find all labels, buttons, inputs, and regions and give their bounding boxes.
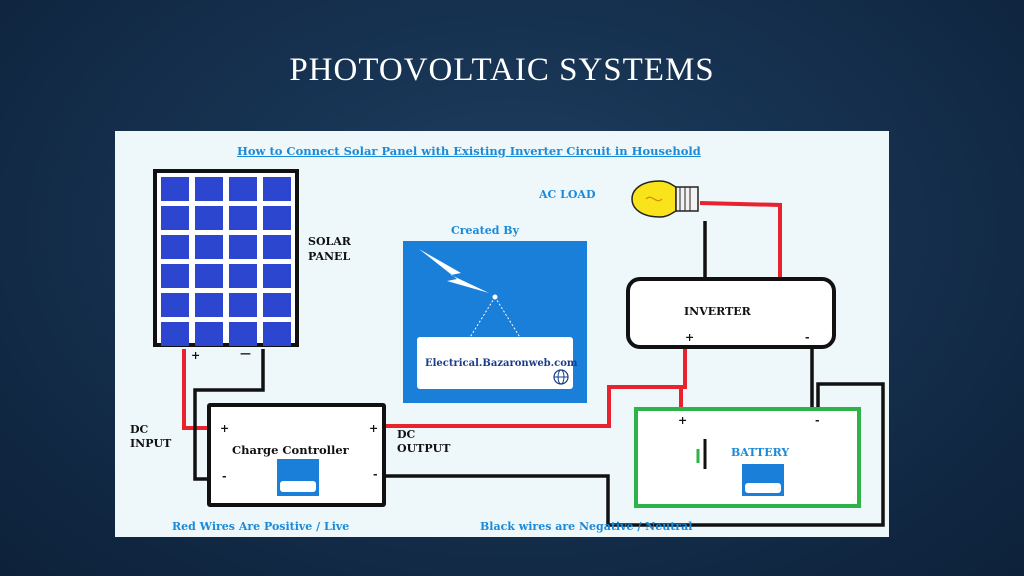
- lightning-icon: [419, 249, 522, 340]
- bazaronweb-logo: Electrical.Bazaronweb.com: [403, 241, 587, 403]
- cc-label: Charge Controller: [232, 443, 349, 457]
- battery-symbol-icon: [696, 439, 707, 469]
- dc-output-label-1: DC: [397, 428, 416, 441]
- battery-logo-icon: [742, 464, 784, 496]
- wire-load-to-inverter-live: [699, 201, 782, 279]
- cc-logo-icon: [277, 459, 319, 496]
- wiring-diagram: How to Connect Solar Panel with Existing…: [115, 131, 889, 537]
- site-url: Electrical.Bazaronweb.com: [425, 358, 578, 369]
- solar-panel: [153, 169, 299, 347]
- solar-panel-label-2: PANEL: [308, 250, 351, 263]
- inverter-minus: -: [805, 331, 810, 344]
- legend-red-wires: Red Wires Are Positive / Live: [172, 520, 350, 533]
- panel-plus: +: [191, 349, 201, 362]
- wire-cc-to-battery-positive: [384, 385, 683, 428]
- slide-title: PHOTOVOLTAIC SYSTEMS: [289, 52, 715, 88]
- ac-load-label: AC LOAD: [539, 188, 596, 201]
- inverter: [626, 277, 836, 349]
- globe-icon: [553, 369, 569, 385]
- wire-cc-to-battery-negative: [384, 382, 885, 527]
- inverter-label: INVERTER: [684, 305, 751, 318]
- panel-minus: —: [240, 347, 251, 360]
- logo-plate: [417, 337, 573, 389]
- wire-panel-to-cc-negative: [193, 349, 265, 481]
- diagram-heading: How to Connect Solar Panel with Existing…: [237, 144, 701, 158]
- legend-black-wires: Black wires are Negative / Neutral: [480, 520, 693, 533]
- inverter-plus: +: [685, 331, 695, 344]
- wires: [182, 201, 885, 527]
- cc-minus-left: -: [222, 470, 227, 483]
- battery-minus: -: [815, 414, 820, 427]
- created-by-label: Created By: [451, 224, 519, 237]
- dc-output-label-2: OUTPUT: [397, 442, 451, 455]
- solar-panel-label-1: SOLAR: [308, 235, 351, 248]
- wire-battery-to-inverter-positive: [681, 347, 687, 389]
- battery-plus: +: [678, 414, 688, 427]
- wire-panel-to-cc-positive: [182, 349, 207, 430]
- cc-plus-left: +: [220, 422, 230, 435]
- battery-label: BATTERY: [731, 446, 790, 459]
- dc-input-label-1: DC: [130, 423, 149, 436]
- cc-minus-right: -: [373, 468, 378, 481]
- dc-input-label-2: INPUT: [130, 437, 172, 450]
- light-bulb-icon: [631, 180, 699, 218]
- cc-plus-right: +: [369, 422, 379, 435]
